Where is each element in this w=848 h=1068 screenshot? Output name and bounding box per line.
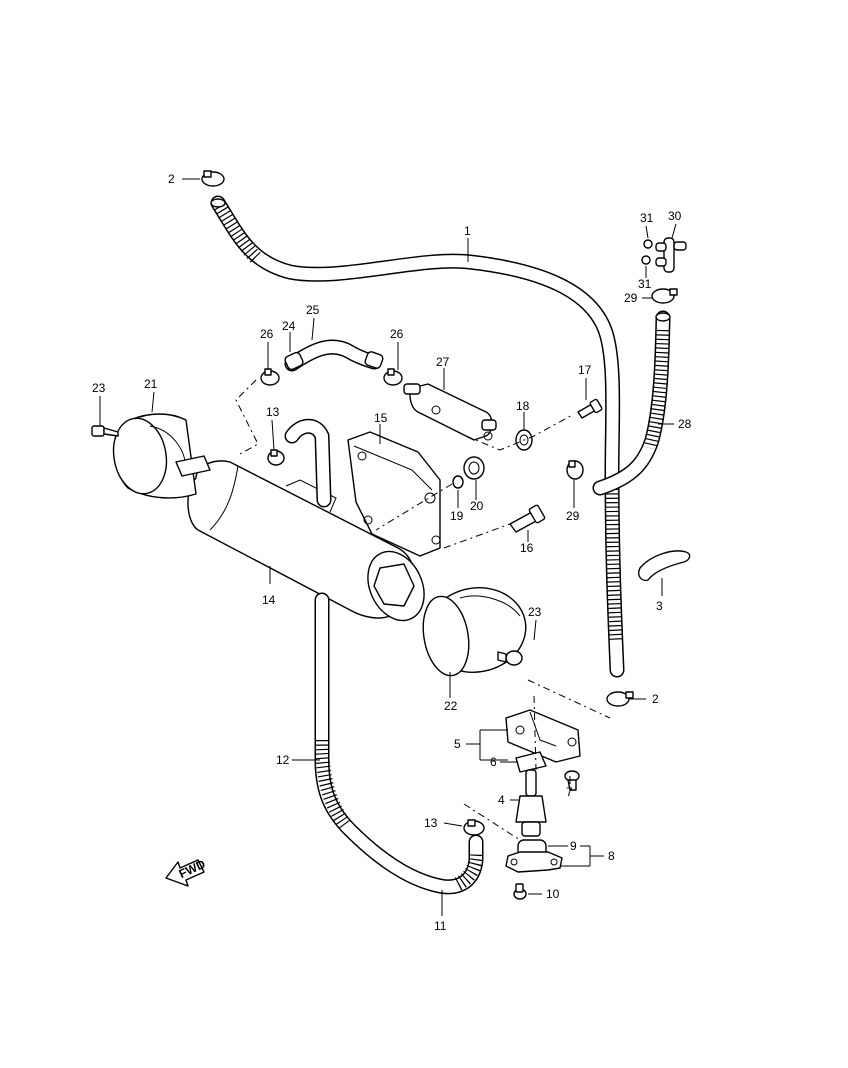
callout-12: 12 (276, 753, 290, 767)
clamp-29-mid (566, 460, 584, 480)
elbow-hose-upper (284, 418, 332, 508)
valve-27 (403, 383, 497, 441)
bracket-15 (347, 431, 441, 557)
callout-3: 3 (656, 599, 663, 613)
callout-15: 15 (374, 411, 388, 425)
nut-19 (452, 475, 464, 489)
callout-29-top: 29 (624, 291, 638, 305)
callout-6: 6 (490, 755, 497, 769)
clamp-26-right (383, 368, 403, 386)
callout-17: 17 (578, 363, 592, 377)
callout-5: 5 (454, 737, 461, 751)
callout-13-bottom: 13 (424, 816, 438, 830)
callout-23-right: 23 (528, 605, 542, 619)
clamp-2-bottom (606, 691, 634, 707)
callout-1: 1 (464, 224, 471, 238)
hose-12 (314, 592, 484, 895)
callout-11: 11 (434, 919, 447, 933)
valve-4 (515, 769, 547, 837)
callout-25: 25 (306, 303, 320, 317)
bracket-8 (505, 851, 563, 873)
callout-20: 20 (470, 499, 484, 513)
connector-30 (655, 237, 687, 273)
hose-25 (284, 339, 382, 372)
fwd-arrow-icon: FWD (165, 857, 208, 887)
callout-27: 27 (436, 355, 450, 369)
callout-21: 21 (144, 377, 158, 391)
callout-30: 30 (668, 209, 682, 223)
callout-8: 8 (608, 849, 615, 863)
bracket-5 (505, 709, 581, 763)
clamp-13-top (267, 449, 285, 466)
callout-26-right: 26 (390, 327, 404, 341)
collar-20 (463, 456, 485, 480)
callout-16: 16 (520, 541, 534, 555)
callout-18: 18 (516, 399, 530, 413)
leader-lines (99, 178, 677, 916)
canister-14 (187, 460, 425, 622)
callout-7: 7 (566, 785, 573, 799)
callout-29-mid: 29 (566, 509, 580, 523)
pipe-24 (284, 351, 384, 371)
callout-2-top: 2 (168, 172, 175, 186)
clamp-13-bottom (463, 819, 485, 836)
hose-1 (210, 195, 625, 678)
callout-2-bottom: 2 (652, 692, 659, 706)
callout-23-left: 23 (92, 381, 106, 395)
callout-9: 9 (570, 839, 577, 853)
cap-31-bottom (641, 255, 651, 265)
assembly-lines (235, 379, 611, 841)
callout-26-left: 26 (260, 327, 274, 341)
callout-13-top: 13 (266, 405, 280, 419)
clamp-2-top (201, 170, 225, 187)
screw-10 (513, 883, 527, 900)
clamp-29-top (651, 288, 678, 304)
bolt-23-right (497, 650, 523, 666)
bolt-17 (577, 398, 603, 419)
callout-14: 14 (262, 593, 276, 607)
clamp-26-left (260, 368, 280, 386)
callout-28: 28 (678, 417, 692, 431)
cap-31-top (643, 239, 653, 249)
callout-31-bottom: 31 (638, 277, 652, 291)
clip-3 (638, 550, 691, 582)
callout-22: 22 (444, 699, 458, 713)
callout-31-top: 31 (640, 211, 654, 225)
callout-10: 10 (546, 887, 560, 901)
bolt-23-left (91, 425, 119, 437)
callout-4: 4 (498, 793, 505, 807)
callout-19: 19 (450, 509, 464, 523)
bolt-16 (509, 504, 546, 533)
cover-21 (112, 413, 211, 499)
clamp-6 (515, 751, 547, 773)
callout-24: 24 (282, 319, 296, 333)
cover-22 (422, 587, 527, 677)
callouts: 2 1 31 30 31 29 25 24 26 26 27 17 21 23 … (92, 172, 692, 933)
hose-28 (592, 310, 671, 496)
